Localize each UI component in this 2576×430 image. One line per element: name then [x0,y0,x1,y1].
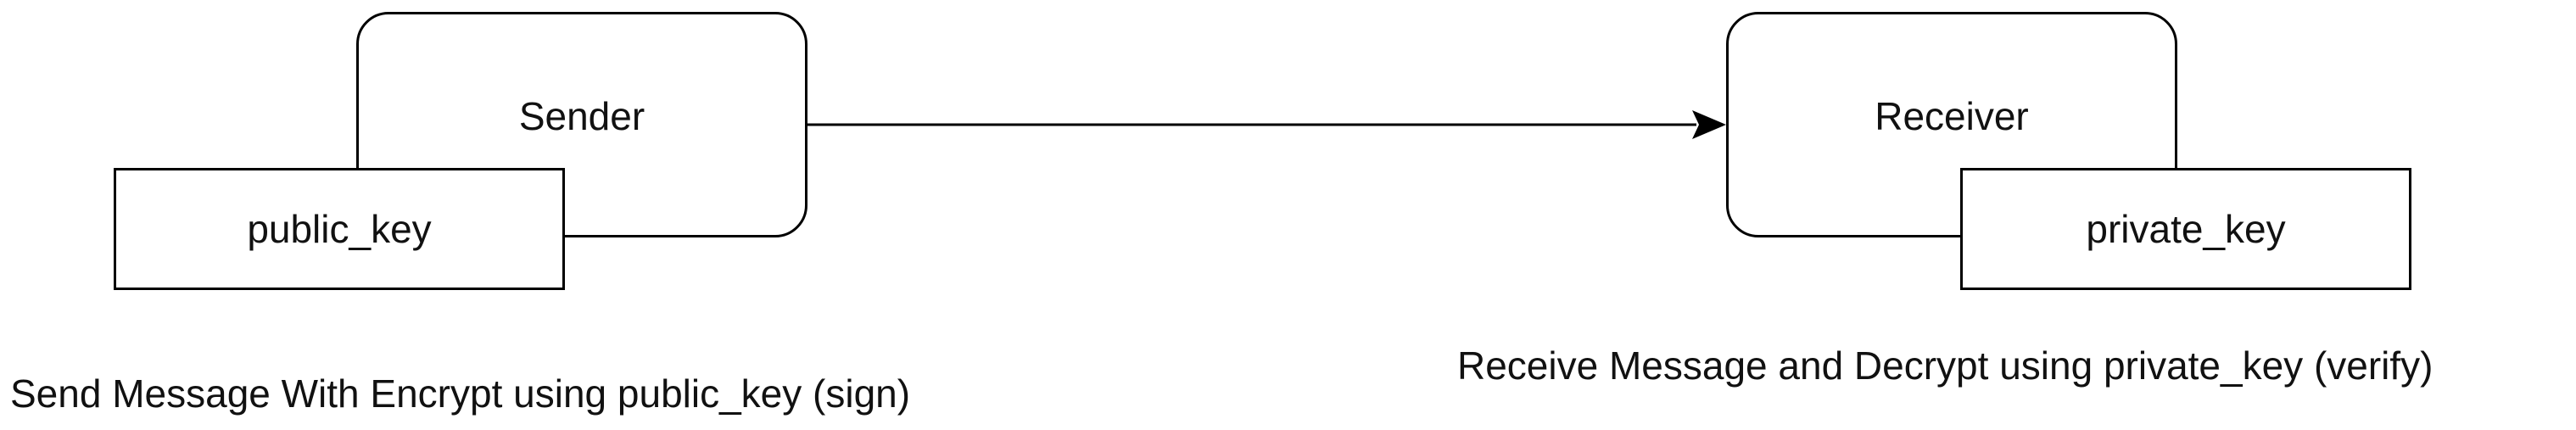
sender-caption: Send Message With Encrypt using public_k… [10,371,911,416]
private-key-node: private_key [1960,168,2411,290]
private-key-label: private_key [2086,207,2286,251]
receiver-caption: Receive Message and Decrypt using privat… [1457,343,2434,388]
sender-node: Sender [356,12,807,237]
receiver-label: Receiver [1875,94,2029,138]
public-key-node: public_key [114,168,565,290]
sender-label: Sender [518,94,645,138]
public-key-label: public_key [247,207,432,251]
receiver-arrowhead [1692,110,1726,139]
